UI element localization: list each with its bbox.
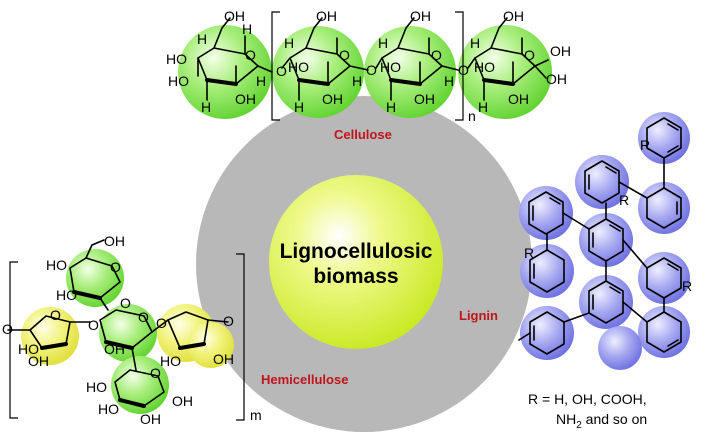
atom-h: H <box>378 35 388 51</box>
atom-o: O <box>150 365 161 381</box>
r-note-line2: NH2 and so on <box>556 411 647 431</box>
green-sphere-icon <box>364 26 456 118</box>
atom-o: O <box>50 307 61 323</box>
atom-oh: OH <box>550 43 571 59</box>
atom-o: O <box>245 47 256 63</box>
biomass-core-sphere <box>269 175 443 349</box>
r-note-line1: R = H, OH, COOH, <box>528 391 647 407</box>
atom-oh: OH <box>414 91 435 107</box>
blue-sphere-icon <box>579 275 633 329</box>
center-title-line2: biomass <box>313 265 398 288</box>
r-note-nh: NH <box>556 411 576 427</box>
atom-h: H <box>201 99 211 115</box>
atom-h: H <box>284 35 294 51</box>
atom-o: O <box>120 295 131 311</box>
label-hemicellulose: Hemicellulose <box>261 372 348 387</box>
atom-r: R <box>682 278 692 294</box>
benzene-rings <box>518 117 682 355</box>
atom-oh: OH <box>410 8 431 24</box>
atom-oh: OH <box>322 91 343 107</box>
blue-sphere-icon <box>638 306 690 358</box>
atom-o: O <box>339 47 350 63</box>
atom-oh: OH <box>104 341 125 357</box>
blue-sphere-icon <box>519 186 573 240</box>
atom-r: R <box>524 245 534 261</box>
atom-h: H <box>256 73 266 89</box>
atom-r: R <box>640 137 650 153</box>
label-cellulose: Cellulose <box>334 127 392 142</box>
label-lignin: Lignin <box>459 308 498 323</box>
atom-oh: OH <box>28 353 49 369</box>
yellow-sphere-icon <box>188 322 234 368</box>
atom-o: O <box>223 313 234 329</box>
blue-sphere-icon <box>520 306 574 360</box>
atom-ho: HO <box>56 287 77 303</box>
atom-ho: HO <box>98 401 119 417</box>
atom-ho: HO <box>380 59 401 75</box>
atom-ho: HO <box>288 59 309 75</box>
atom-h: H <box>294 99 304 115</box>
repeat-m: m <box>250 407 262 423</box>
r-note-subscript: 2 <box>576 420 582 431</box>
atom-ho: HO <box>166 51 187 67</box>
atom-o: O <box>88 317 99 333</box>
atom-o: O <box>110 259 121 275</box>
atom-h: H <box>242 21 252 37</box>
atom-h: H <box>478 99 488 115</box>
atom-h: H <box>470 35 480 51</box>
atom-ho: HO <box>46 257 67 273</box>
atom-oh: OH <box>104 233 125 249</box>
atom-ho: HO <box>18 341 39 357</box>
atom-o: O <box>366 62 377 78</box>
atom-oh: OH <box>508 91 529 107</box>
green-sphere-icon <box>458 25 552 119</box>
atom-oh: OH <box>213 351 234 367</box>
atom-ho: HO <box>86 379 107 395</box>
blue-sphere-icon <box>638 182 690 234</box>
green-sphere-icon <box>272 26 364 118</box>
hemicellulose-structure: OH HO O HO O O O O OH O O OH HO HO OH O … <box>2 233 262 427</box>
atom-o: O <box>2 321 13 337</box>
atom-h: H <box>197 31 207 47</box>
r-note-rest: and so on <box>582 411 647 427</box>
cellulose-structure: OH H H HO HO H OH H O O OH H O HO H OH H… <box>166 8 571 124</box>
atom-o: O <box>138 309 149 325</box>
atom-o: O <box>156 315 167 331</box>
blue-sphere-icon <box>598 326 642 370</box>
atom-oh: OH <box>316 8 337 24</box>
atom-oh: OH <box>224 8 245 24</box>
atom-oh: OH <box>140 411 161 427</box>
atom-o: O <box>458 62 469 78</box>
atom-o: O <box>431 47 442 63</box>
green-sphere-icon <box>178 25 272 119</box>
green-sphere-icon <box>99 304 157 362</box>
lignin-structure: R R R R R = H, OH, COOH, NH2 and so on <box>518 112 692 431</box>
atom-h: H <box>386 99 396 115</box>
atom-oh: OH <box>172 393 193 409</box>
lignin-spheres <box>519 112 690 370</box>
atom-h: H <box>352 73 362 89</box>
blue-sphere-icon <box>579 213 633 267</box>
atom-ho: HO <box>160 353 181 369</box>
atom-h: H <box>444 73 454 89</box>
atom-oh: OH <box>235 91 256 107</box>
center-title-line1: Lignocellulosic <box>280 240 433 263</box>
repeat-n: n <box>468 108 476 124</box>
atom-ho: HO <box>474 59 495 75</box>
atom-r: R <box>619 192 629 208</box>
atom-oh: OH <box>503 8 524 24</box>
atom-o: O <box>524 47 535 63</box>
yellow-sphere-icon <box>21 307 79 365</box>
atom-ho: HO <box>168 73 189 89</box>
atom-o: O <box>276 63 287 79</box>
atom-oh: OH <box>546 71 567 87</box>
